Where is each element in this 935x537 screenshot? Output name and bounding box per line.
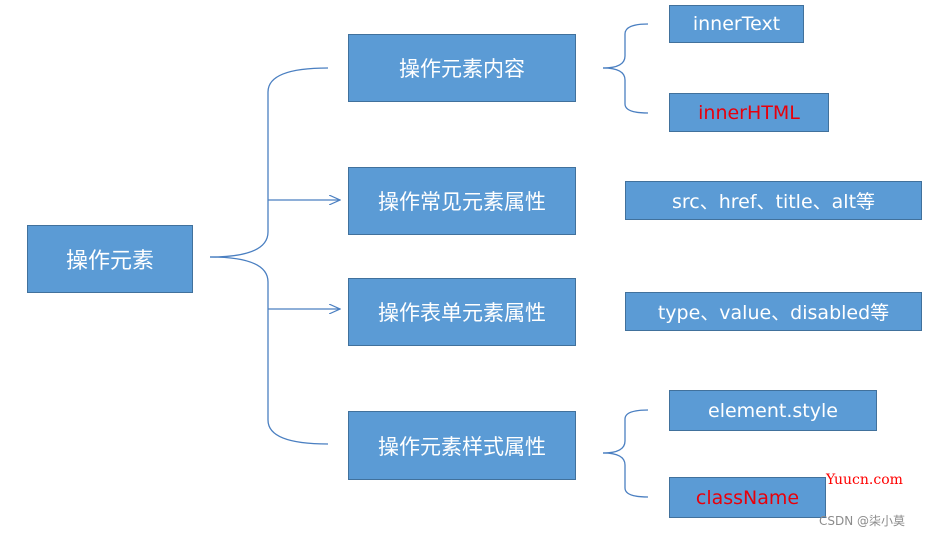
credit-watermark: CSDN @柒小莫 — [819, 514, 906, 528]
branch-common-attributes: 操作常见元素属性 — [348, 167, 576, 235]
style-brace — [602, 409, 649, 454]
root-brace — [209, 67, 329, 258]
content-brace-lower — [602, 67, 649, 114]
leaf-element-style: element.style — [669, 390, 877, 431]
content-brace — [602, 23, 649, 69]
root-brace-lower — [209, 256, 329, 445]
leaf-common-attributes-list: src、href、title、alt等 — [625, 181, 922, 220]
root-node: 操作元素 — [27, 225, 193, 293]
style-brace-lower — [602, 452, 649, 498]
leaf-innertext: innerText — [669, 5, 804, 43]
branch-form-attributes: 操作表单元素属性 — [348, 278, 576, 346]
site-watermark: Yuucn.com — [826, 472, 903, 488]
leaf-innerhtml: innerHTML — [669, 93, 829, 132]
leaf-form-attributes-list: type、value、disabled等 — [625, 292, 922, 331]
branch-style-attributes: 操作元素样式属性 — [348, 411, 576, 480]
branch-content: 操作元素内容 — [348, 34, 576, 102]
leaf-classname: className — [669, 477, 826, 518]
